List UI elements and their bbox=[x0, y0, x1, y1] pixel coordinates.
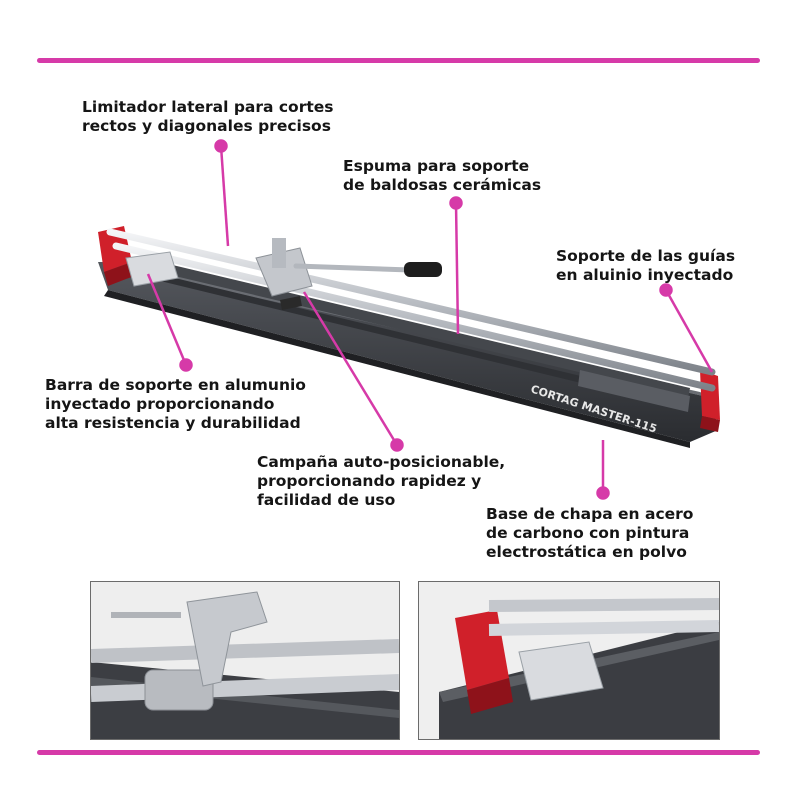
detail-photo-cutting-head bbox=[90, 581, 400, 740]
handle-lever bbox=[293, 263, 413, 273]
right-red-support bbox=[700, 370, 720, 432]
callout-side-limiter: Limitador lateral para cortes rectos y d… bbox=[82, 98, 334, 135]
callout-bell: Campaña auto-posicionable, proporcionand… bbox=[257, 453, 506, 509]
cutter-base bbox=[98, 262, 718, 448]
callout-guide-support: Soporte de las guías en aluinio inyectad… bbox=[556, 247, 736, 284]
detail-photo-red-support bbox=[418, 581, 720, 740]
cutting-head bbox=[255, 238, 313, 310]
handle-grip bbox=[404, 262, 442, 277]
bottom-divider bbox=[37, 750, 760, 755]
callout-foam: Espuma para soporte de baldosas cerámica… bbox=[343, 157, 542, 194]
callout-support-bar: Barra de soporte en alumunio inyectado p… bbox=[45, 376, 306, 432]
upper-guide-rail bbox=[106, 228, 716, 376]
callout-leaders bbox=[146, 139, 714, 500]
callout-base: Base de chapa en acero de carbono con pi… bbox=[486, 505, 694, 561]
top-divider bbox=[37, 58, 760, 63]
lower-guide-rail bbox=[112, 242, 716, 392]
side-limiter bbox=[125, 251, 179, 287]
